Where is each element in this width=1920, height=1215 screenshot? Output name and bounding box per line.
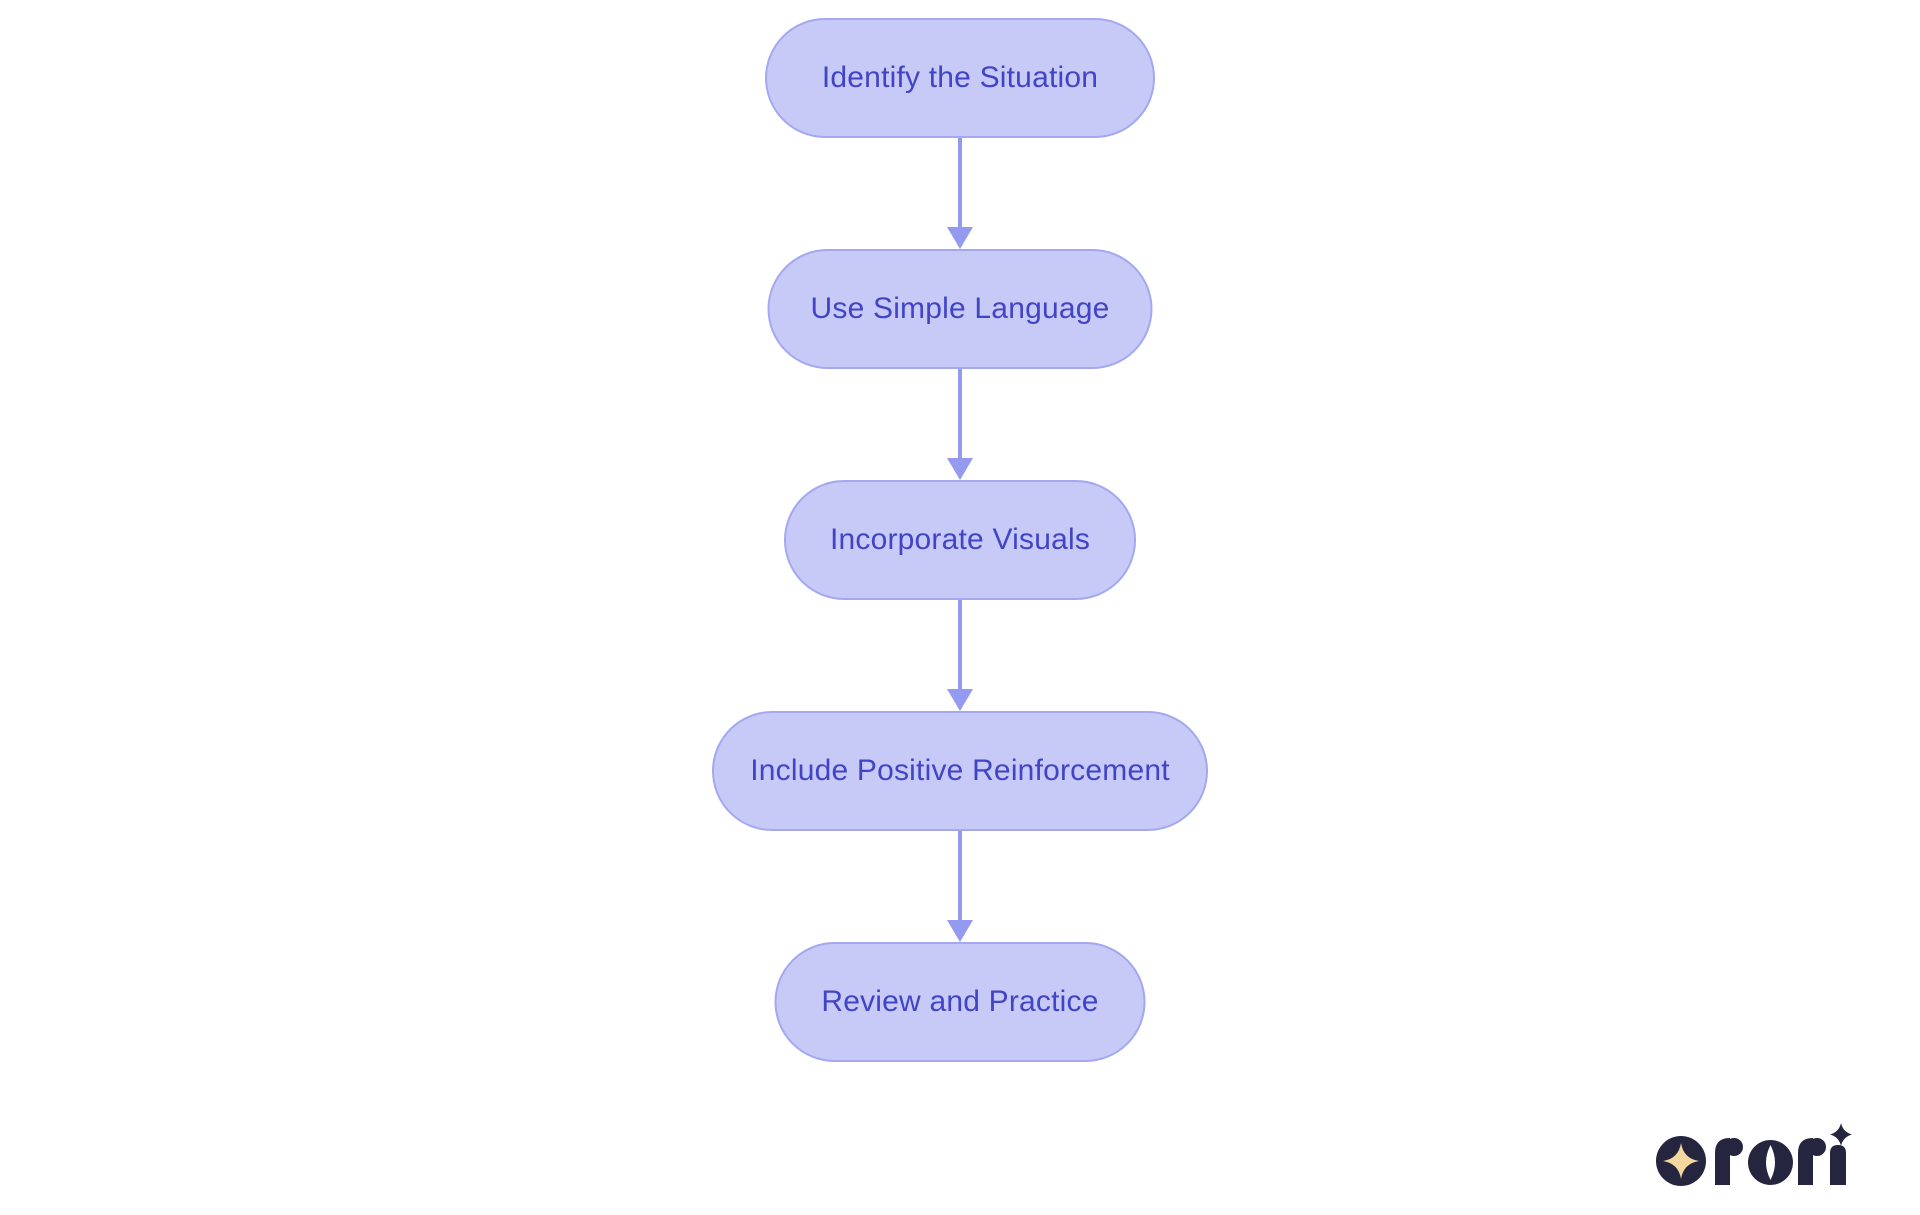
flow-node: Incorporate Visuals <box>784 480 1136 600</box>
arrow-down-connector <box>947 369 973 480</box>
flow-node: Review and Practice <box>774 942 1146 1062</box>
wordmark-letter-i <box>1830 1145 1846 1185</box>
arrowhead-down-icon <box>947 458 973 480</box>
arrowhead-down-icon <box>947 689 973 711</box>
arrowhead-down-icon <box>947 920 973 942</box>
flow-node: Use Simple Language <box>767 249 1153 369</box>
flow-node: Identify the Situation <box>765 18 1155 138</box>
star-icon <box>1830 1123 1852 1146</box>
flow-node: Include Positive Reinforcement <box>712 711 1208 831</box>
wordmark-letter-r1-ball <box>1725 1138 1743 1156</box>
arrow-down-connector <box>947 831 973 942</box>
connector-line <box>958 138 962 227</box>
flow-node-label: Include Positive Reinforcement <box>750 754 1170 787</box>
connector-line <box>958 831 962 920</box>
flow-node-label: Use Simple Language <box>810 292 1110 325</box>
flow-node-label: Review and Practice <box>821 985 1099 1018</box>
arrowhead-down-icon <box>947 227 973 249</box>
rori-logo <box>1655 1123 1852 1192</box>
flow-node-label: Identify the Situation <box>821 61 1099 94</box>
connector-line <box>958 369 962 458</box>
wordmark-letter-o-slit <box>1766 1145 1775 1180</box>
arrow-down-connector <box>947 600 973 711</box>
connector-line <box>958 600 962 689</box>
flow-node-label: Incorporate Visuals <box>829 523 1091 556</box>
wordmark-letter-r2-ball <box>1808 1138 1826 1156</box>
rori-logo-svg <box>1656 1123 1852 1186</box>
arrow-down-connector <box>947 138 973 249</box>
sparkle-icon <box>1663 1143 1699 1179</box>
